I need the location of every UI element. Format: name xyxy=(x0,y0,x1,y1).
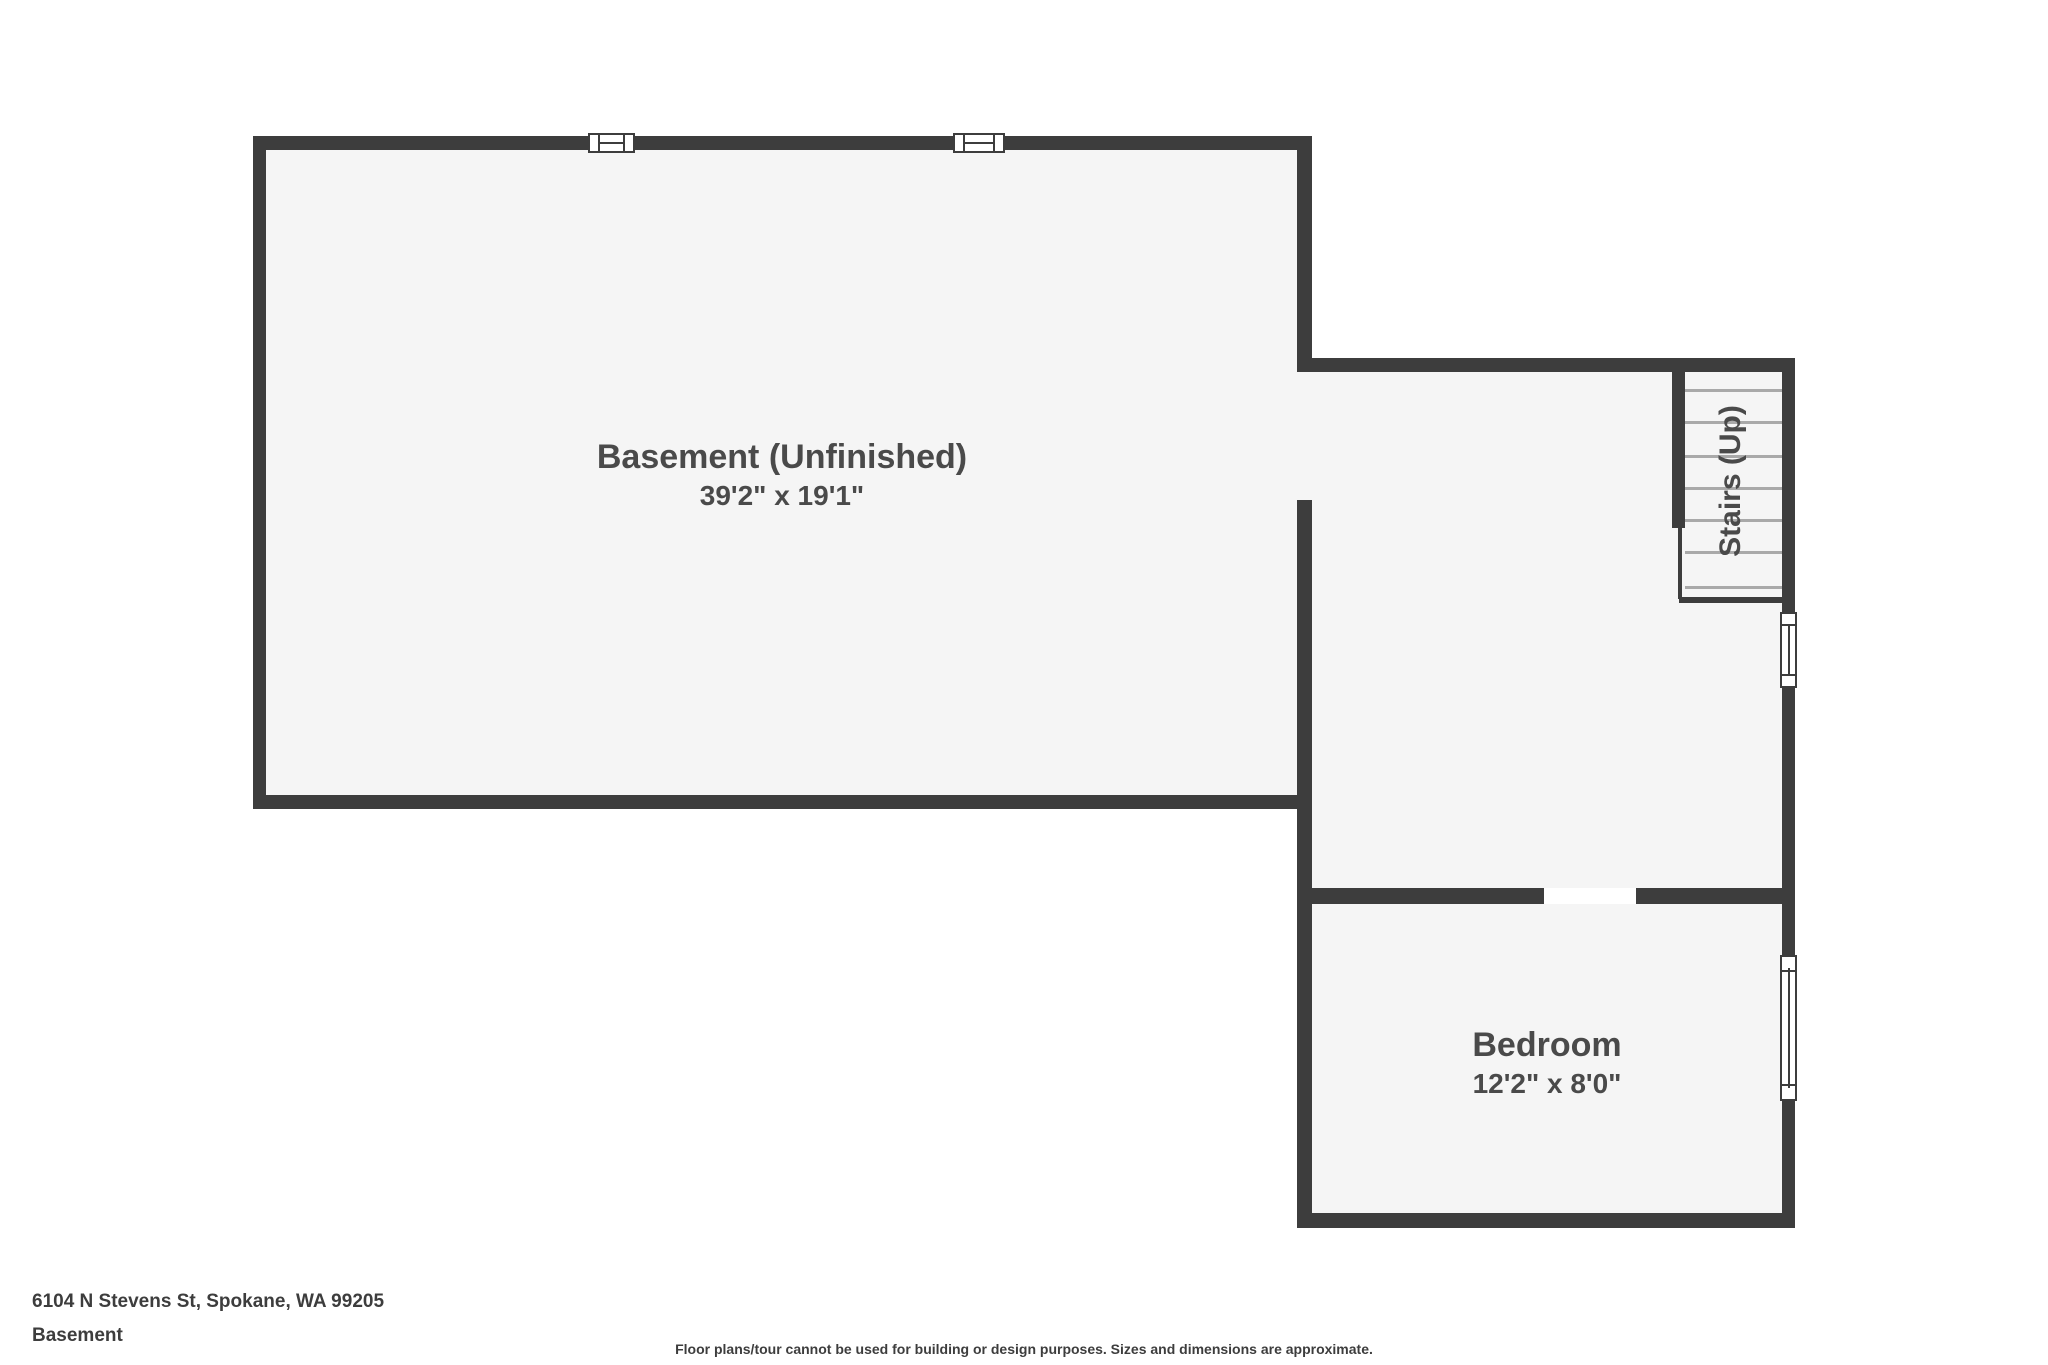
wall-stairs-left-thin xyxy=(1678,528,1682,599)
window-symbol-top-left xyxy=(588,133,635,153)
footer-disclaimer: Floor plans/tour cannot be used for buil… xyxy=(675,1341,1373,1357)
stairwell-floor xyxy=(1685,372,1782,597)
wall-basement-bottom xyxy=(253,795,1312,809)
wall-basement-top xyxy=(253,136,1312,150)
basement-room-dimensions: 39'2" x 19'1" xyxy=(699,480,865,512)
wall-hall-top xyxy=(1297,358,1795,372)
basement-room-floor xyxy=(266,150,1297,795)
stairs-tread xyxy=(1685,389,1782,392)
stairs-tread xyxy=(1685,421,1782,424)
bedroom-room-dimensions: 12'2" x 8'0" xyxy=(1472,1068,1622,1100)
basement-room-label: Basement (Unfinished) xyxy=(596,438,968,476)
wall-stairs-bottom xyxy=(1679,597,1782,603)
window-pane-line xyxy=(964,142,994,144)
stairs-tread xyxy=(1685,551,1782,554)
passage-floor xyxy=(1297,372,1312,500)
stairs-tread xyxy=(1685,519,1782,522)
bedroom-room-label: Bedroom xyxy=(1472,1026,1622,1064)
basement-room-label-block: Basement (Unfinished) 39'2" x 19'1" xyxy=(597,438,967,512)
window-pane-line xyxy=(623,135,625,151)
bedroom-room-floor xyxy=(1312,904,1782,1213)
wall-basement-left xyxy=(253,136,266,809)
wall-center-upper xyxy=(1297,136,1312,372)
window-symbol-hall-right xyxy=(1780,612,1797,688)
window-symbol-top-right xyxy=(953,133,1005,153)
stairs-tread xyxy=(1685,586,1782,589)
wall-stairs-left xyxy=(1672,358,1685,528)
wall-divider-right-of-door xyxy=(1636,888,1795,904)
window-pane-line xyxy=(993,135,995,151)
window-pane-line xyxy=(1787,968,1790,1088)
window-symbol-bedroom-right xyxy=(1780,955,1797,1101)
window-pane-line xyxy=(599,142,624,144)
stairs-tread xyxy=(1685,487,1782,490)
wall-divider-left-of-door xyxy=(1297,888,1544,904)
bedroom-room-label-block: Bedroom 12'2" x 8'0" xyxy=(1472,1026,1621,1100)
stairs-label: Stairs (Up) xyxy=(1714,405,1747,557)
footer-floor-label: Basement xyxy=(32,1325,123,1346)
window-pane-line xyxy=(1782,674,1795,676)
footer-address: 6104 N Stevens St, Spokane, WA 99205 xyxy=(32,1291,385,1312)
stairs-tread xyxy=(1685,455,1782,458)
wall-center-lower xyxy=(1297,500,1312,1228)
wall-bedroom-bottom xyxy=(1297,1213,1795,1228)
window-pane-line xyxy=(1787,625,1790,675)
